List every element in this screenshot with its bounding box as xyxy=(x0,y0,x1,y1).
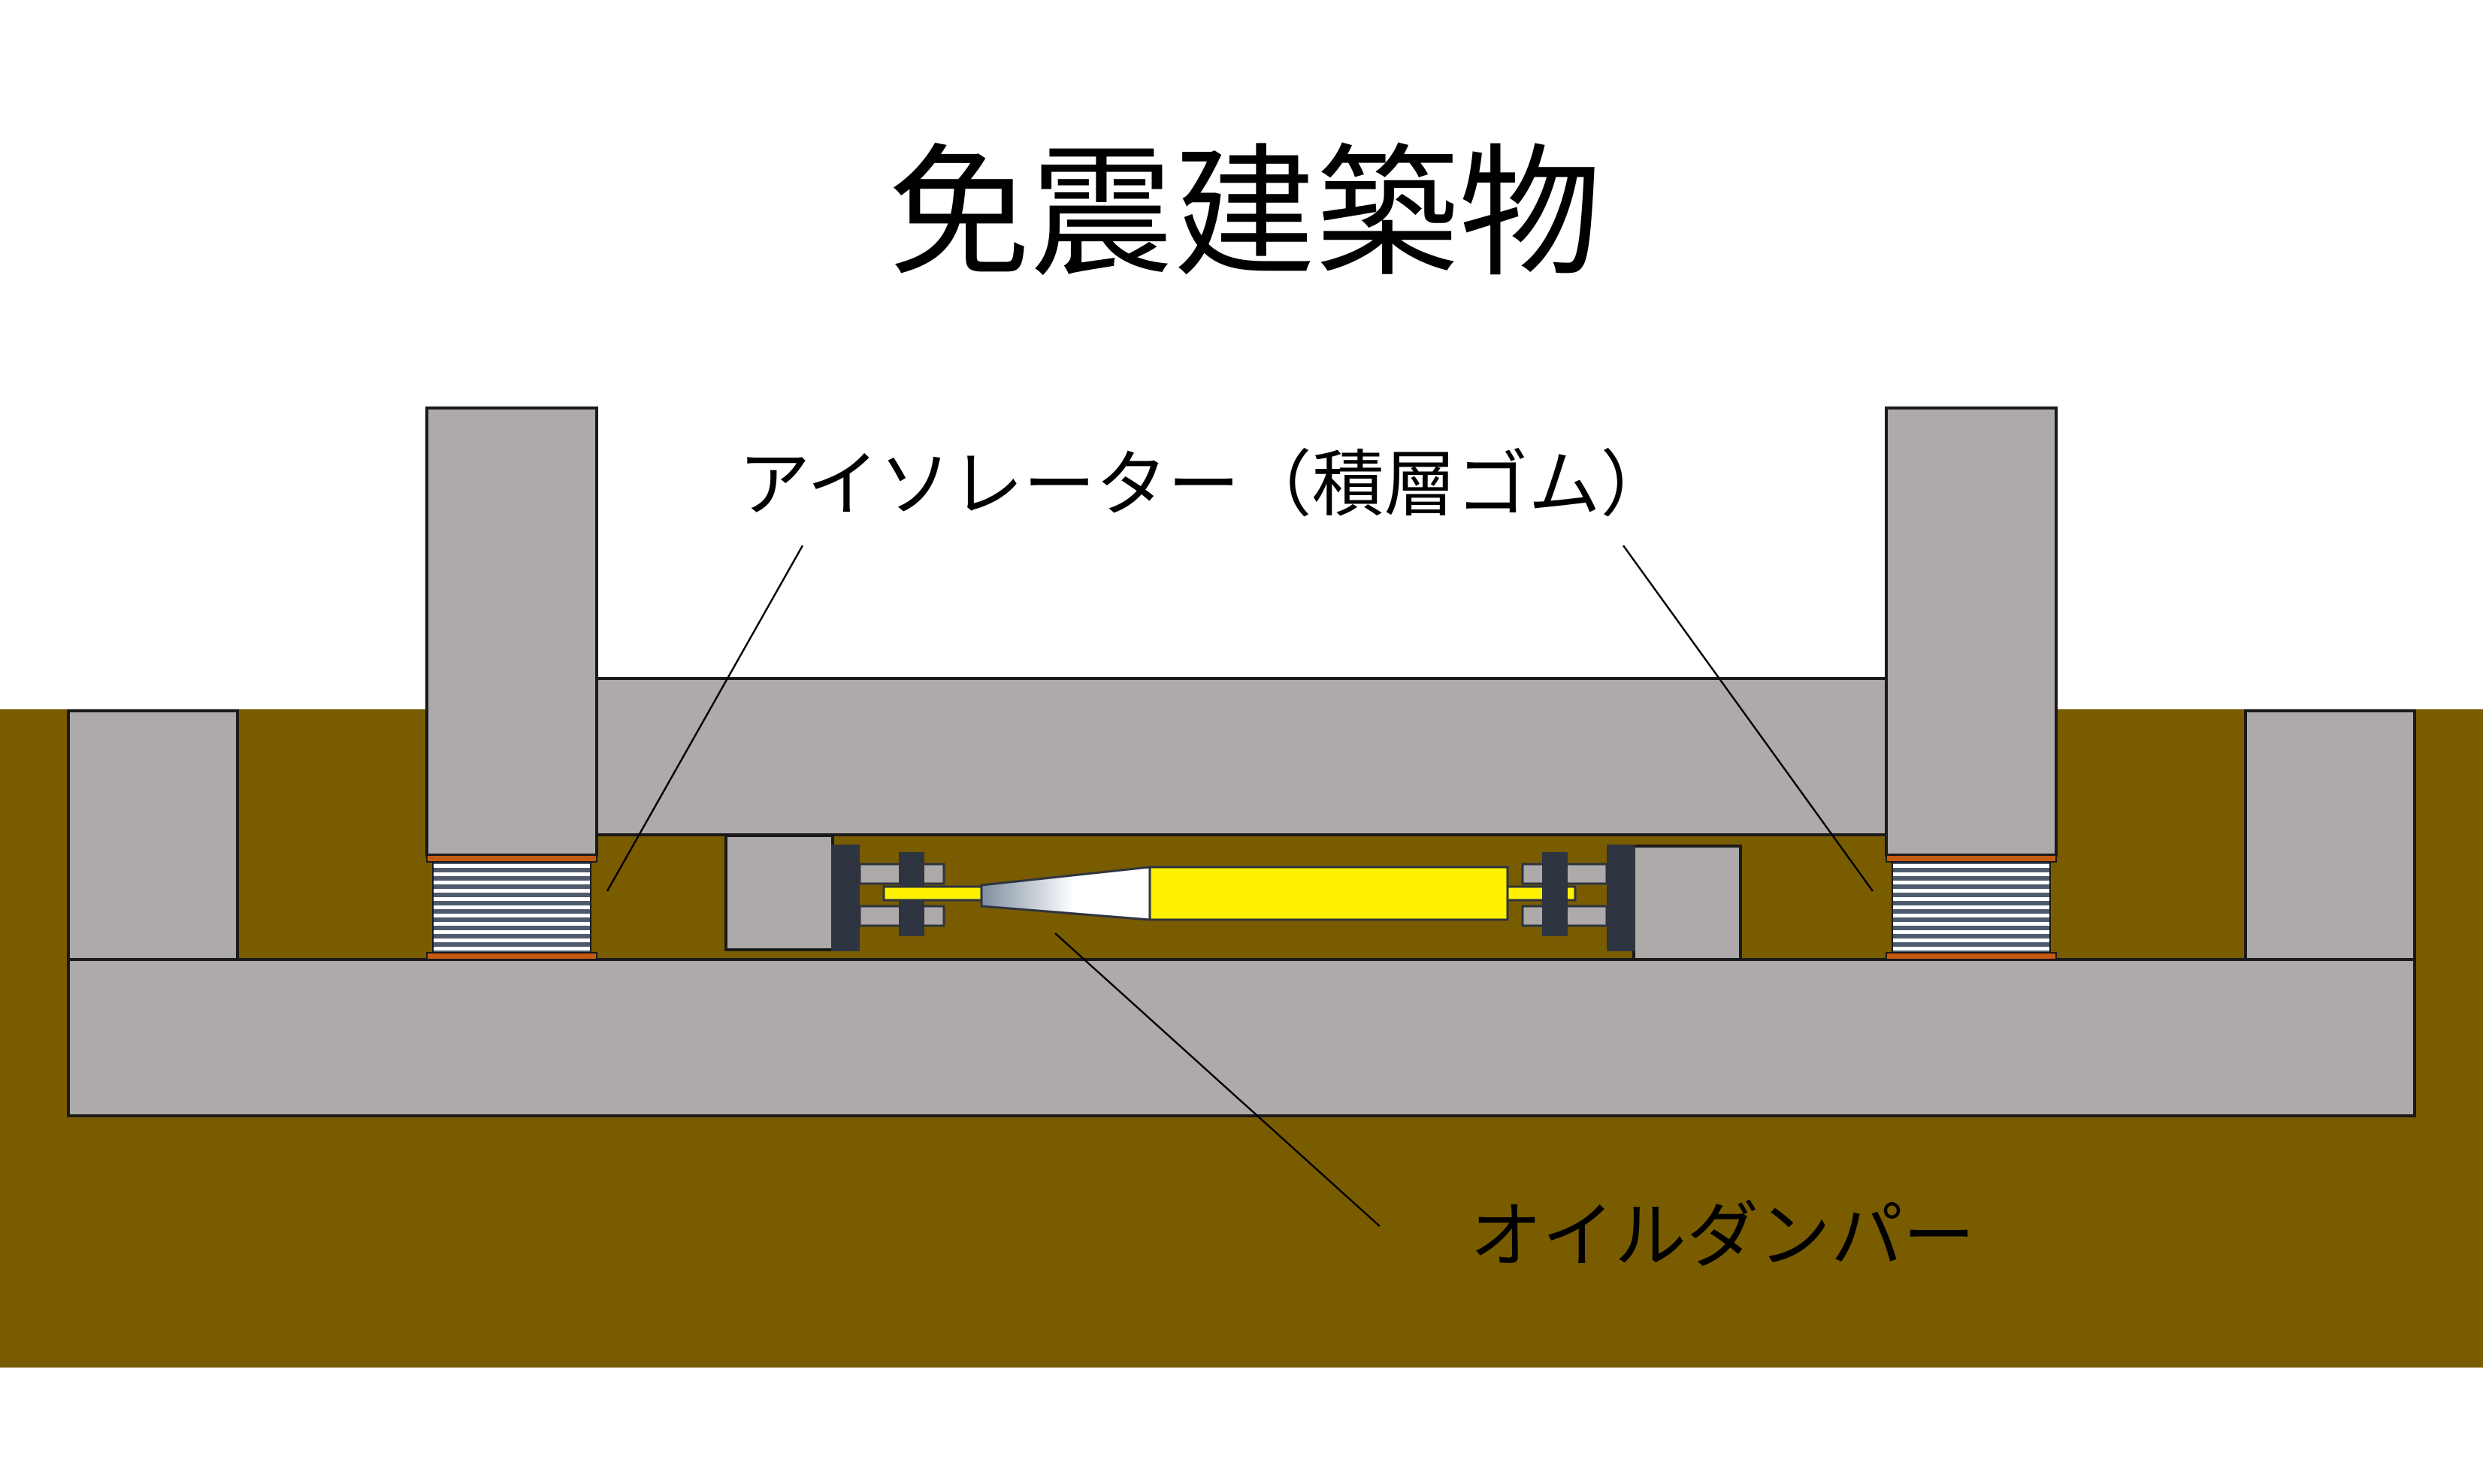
retaining-wall-right xyxy=(2244,709,2416,961)
isolator-bottom-plate xyxy=(426,952,597,960)
damper-mount-block-right xyxy=(1632,845,1742,961)
building-column-left xyxy=(425,407,598,857)
building-column-right xyxy=(1885,407,2058,857)
damper-bracket-left xyxy=(831,845,860,951)
leader-line-isolator-right xyxy=(1622,545,1874,892)
isolator-top-plate xyxy=(1886,854,2057,863)
laminated-rubber-isolator-left xyxy=(426,854,597,960)
damper-mount-block-left xyxy=(724,834,834,951)
oil-damper xyxy=(724,834,1742,961)
building-beam xyxy=(594,677,1889,836)
damper-pin-right xyxy=(1542,852,1568,936)
isolator-top-plate xyxy=(426,854,597,863)
leader-line-oil-damper xyxy=(1054,932,1381,1227)
isolator-label: アイソレーター（積層ゴム） xyxy=(738,443,1672,527)
isolator-bottom-plate xyxy=(1886,952,2057,960)
damper-piston-rod xyxy=(882,885,986,902)
isolator-rubber-layers xyxy=(432,861,591,954)
foundation-slab xyxy=(67,958,2416,1117)
oil-damper-label: オイルダンパー xyxy=(1470,1194,1975,1278)
damper-cylinder-body xyxy=(1148,866,1509,921)
leader-line-isolator-left xyxy=(606,545,804,892)
isolator-rubber-layers xyxy=(1892,861,2051,954)
retaining-wall-left xyxy=(67,709,239,961)
damper-bracket-right xyxy=(1607,845,1635,951)
diagram-title: 免震建築物 xyxy=(888,131,1601,297)
laminated-rubber-isolator-right xyxy=(1886,854,2057,960)
